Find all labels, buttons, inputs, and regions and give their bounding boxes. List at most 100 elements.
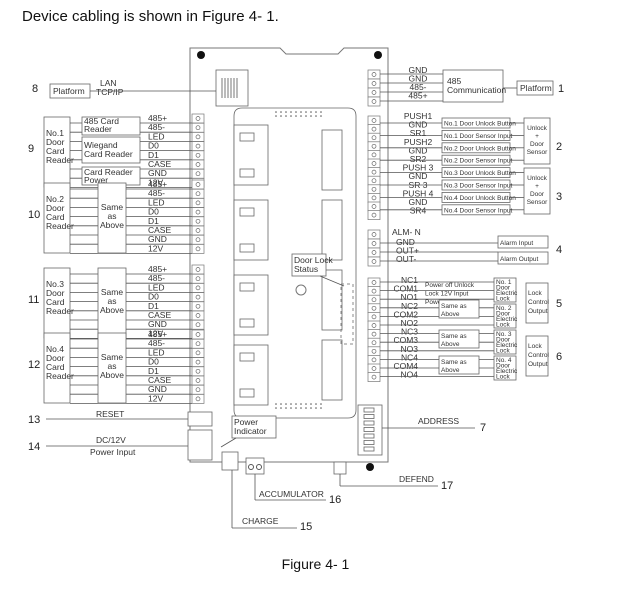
same-label: as bbox=[108, 211, 117, 221]
terminal-screw bbox=[371, 81, 377, 86]
alarm-title: ALM- N bbox=[392, 227, 421, 237]
terminal-body bbox=[367, 201, 381, 212]
input-label: No.2 Door Unlock Button bbox=[444, 145, 516, 152]
terminal-screw bbox=[371, 241, 377, 246]
same-label: Above bbox=[441, 341, 460, 348]
pin-label: 485- bbox=[409, 82, 426, 92]
reader-label: Door bbox=[46, 137, 65, 147]
terminal-body bbox=[367, 247, 381, 258]
door-lock-status-callout bbox=[291, 253, 327, 277]
terminal-pin bbox=[191, 273, 205, 284]
power-input-label: Power Input bbox=[90, 447, 136, 457]
pin-label: LED bbox=[148, 131, 165, 141]
pin-label: OUT- bbox=[396, 254, 416, 264]
alarm-input-box bbox=[497, 235, 549, 249]
lock-label: Door bbox=[496, 285, 511, 292]
communication-box bbox=[442, 69, 504, 103]
pin-dot bbox=[275, 403, 277, 405]
terminal-pin bbox=[367, 69, 381, 80]
terminal-pin bbox=[191, 394, 205, 404]
reader-label: No.4 bbox=[46, 344, 64, 354]
relay-icon bbox=[321, 269, 343, 331]
jack-latch bbox=[239, 132, 255, 142]
terminal-body bbox=[367, 69, 381, 80]
same-label: Above bbox=[441, 367, 460, 374]
terminal-pin bbox=[367, 141, 381, 152]
terminal-screw bbox=[371, 204, 377, 209]
same-label: Same as bbox=[441, 333, 467, 340]
terminal-body bbox=[191, 179, 205, 190]
lock-group-label: Control bbox=[528, 352, 550, 359]
pin-dot bbox=[280, 111, 282, 113]
sub-label: Card Reader bbox=[84, 149, 133, 159]
pin-label: CASE bbox=[148, 310, 171, 320]
terminal-screw bbox=[371, 366, 377, 371]
dip-slot bbox=[363, 407, 375, 413]
terminal-body bbox=[191, 310, 205, 321]
terminal-body bbox=[191, 283, 205, 293]
power-indicator-label: Power bbox=[234, 417, 258, 427]
terminal-body bbox=[367, 346, 381, 357]
terminal-pin bbox=[191, 225, 205, 236]
lock-box bbox=[493, 277, 517, 303]
terminal-body bbox=[367, 210, 381, 220]
pin-dot bbox=[320, 115, 322, 117]
terminal-screw bbox=[195, 218, 201, 224]
lock-group-label: Control bbox=[528, 299, 550, 306]
terminal-pin bbox=[367, 210, 381, 220]
terminal-pin bbox=[367, 294, 381, 305]
pin-label: 485- bbox=[148, 188, 165, 198]
terminal-screw bbox=[195, 191, 201, 197]
figure-caption: Figure 4- 1 bbox=[281, 556, 350, 572]
reader-label: Card bbox=[46, 297, 65, 307]
terminal-screw bbox=[195, 276, 201, 282]
callout-number: 15 bbox=[300, 521, 312, 533]
lock-group-label: Output bbox=[528, 361, 548, 368]
pin-label: GND bbox=[148, 234, 167, 244]
terminal-screw bbox=[371, 161, 377, 166]
terminal-body bbox=[191, 292, 205, 302]
reader-label: No.2 bbox=[46, 194, 64, 204]
terminal-screw bbox=[371, 288, 377, 294]
pin-dot bbox=[305, 403, 307, 405]
terminal-screw bbox=[371, 99, 377, 104]
terminal-body bbox=[191, 273, 205, 284]
terminal-body bbox=[191, 301, 205, 312]
sub-label: Reader bbox=[84, 124, 112, 134]
terminal-screw bbox=[195, 322, 201, 328]
pin-dot bbox=[305, 115, 307, 117]
pin-dot bbox=[295, 403, 297, 405]
same-label: as bbox=[108, 296, 117, 306]
reader-label: Card bbox=[46, 146, 65, 156]
terminal-body bbox=[191, 244, 205, 254]
accumulator-terminal bbox=[248, 464, 254, 470]
dip-slot bbox=[363, 446, 375, 452]
sub-box bbox=[81, 136, 141, 164]
terminal-pin bbox=[367, 303, 381, 314]
terminal-screw bbox=[195, 387, 201, 393]
pin-label: COM2 bbox=[393, 309, 418, 319]
lock-group-label: Lock bbox=[528, 290, 542, 297]
terminal-body bbox=[367, 150, 381, 160]
terminal-pin bbox=[367, 277, 381, 288]
lock-label: Door bbox=[496, 311, 511, 318]
jack-latch bbox=[239, 318, 255, 328]
pin-dot bbox=[310, 115, 312, 117]
same-box bbox=[97, 182, 127, 254]
terminal-pin bbox=[367, 256, 381, 267]
lock-label: No. 1 bbox=[496, 279, 512, 286]
terminal-body bbox=[191, 113, 205, 124]
pin-dot bbox=[275, 111, 277, 113]
pin-dot bbox=[315, 115, 317, 117]
dip-slot bbox=[363, 414, 375, 419]
terminal-screw bbox=[195, 134, 201, 140]
terminal-pin bbox=[367, 238, 381, 249]
terminal-screw bbox=[195, 332, 201, 337]
reset-switch-icon bbox=[187, 411, 213, 427]
pin-label: CASE bbox=[148, 375, 171, 385]
terminal-body bbox=[367, 286, 381, 296]
pin-label: D1 bbox=[148, 301, 159, 311]
rj45-port-icon bbox=[215, 69, 249, 107]
terminal-pin bbox=[191, 132, 205, 142]
terminal-screw bbox=[195, 162, 201, 167]
